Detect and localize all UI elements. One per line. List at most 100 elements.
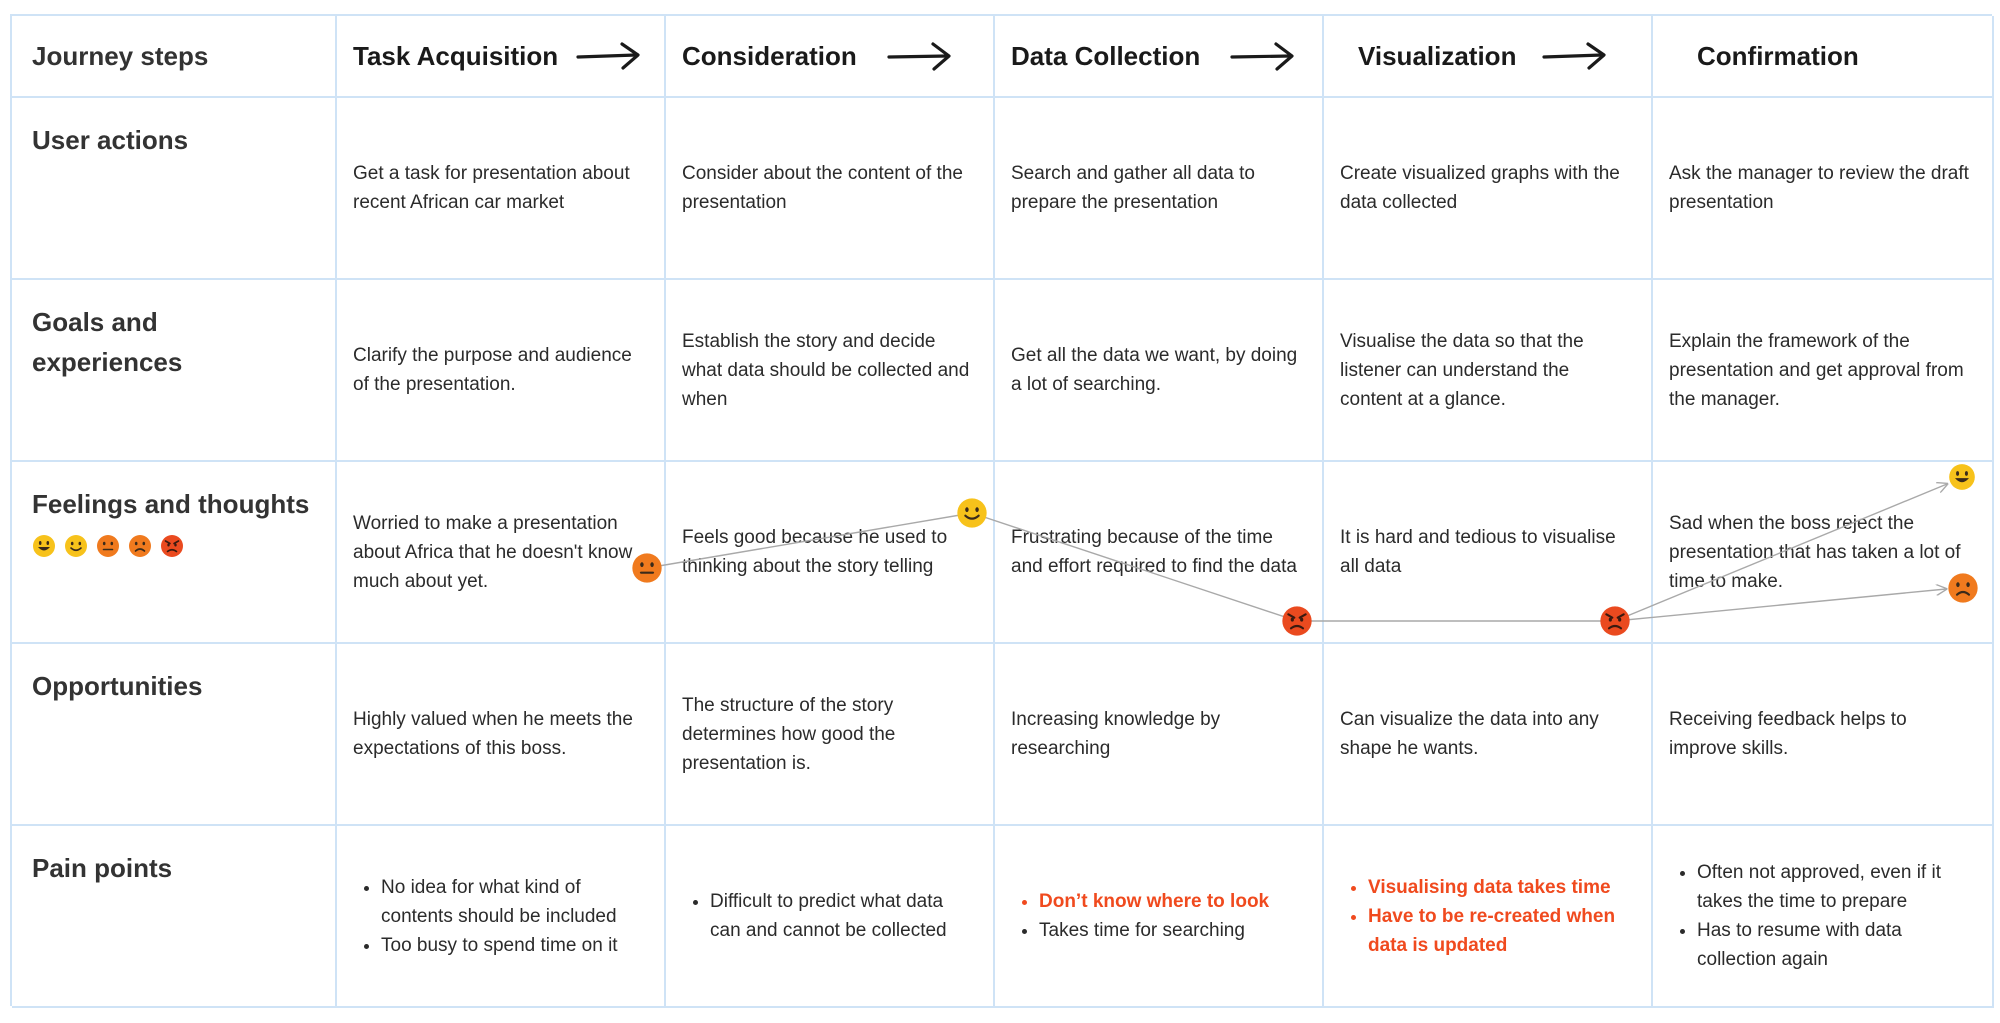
pain-point-cell: Often not approved, even if it takes the… <box>1653 826 1994 1008</box>
user-action-cell: Ask the manager to review the draft pres… <box>1653 98 1994 280</box>
row-label-goals-and-experiences: Goals and experiences <box>12 280 337 462</box>
cell-text: Increasing knowledge by researching <box>1011 709 1221 759</box>
journey-steps-label: Journey steps <box>32 40 209 71</box>
sad-face-icon <box>1947 572 1979 604</box>
row-label: Feelings and thoughts <box>32 489 310 519</box>
cell-text: Can visualize the data into any shape he… <box>1340 709 1599 759</box>
cell-text: Consider about the content of the presen… <box>682 163 963 213</box>
pain-point-list: Difficult to predict what data can and c… <box>682 887 977 945</box>
user-action-cell: Get a task for presentation about recent… <box>337 98 666 280</box>
cell-text: It is hard and tedious to visualise all … <box>1340 527 1616 577</box>
happy-face-icon <box>64 534 88 558</box>
pain-point-list: Often not approved, even if it takes the… <box>1669 858 1976 974</box>
cell-text: Receiving feedback helps to improve skil… <box>1669 709 1907 759</box>
user-action-cell: Consider about the content of the presen… <box>666 98 995 280</box>
pain-point-cell: Visualising data takes timeHave to be re… <box>1324 826 1653 1008</box>
pain-point-item: No idea for what kind of contents should… <box>381 873 648 931</box>
angry-face-icon <box>1599 605 1631 637</box>
step-title: Task Acquisition <box>353 40 559 71</box>
pain-point-item: Visualising data takes time <box>1368 873 1635 902</box>
opportunity-cell: Highly valued when he meets the expectat… <box>337 644 666 826</box>
opportunity-cell: Receiving feedback helps to improve skil… <box>1653 644 1994 826</box>
step-header-consideration: Consideration <box>666 16 995 98</box>
goal-cell: Establish the story and decide what data… <box>666 280 995 462</box>
cell-text: Get all the data we want, by doing a lot… <box>1011 345 1298 395</box>
cell-text: Establish the story and decide what data… <box>682 330 970 410</box>
angry-face-icon <box>160 534 184 558</box>
step-header-task-acquisition: Task Acquisition <box>337 16 666 98</box>
cell-text: Visualise the data so that the listener … <box>1340 330 1584 410</box>
goal-cell: Visualise the data so that the listener … <box>1324 280 1653 462</box>
step-title: Confirmation <box>1697 40 1859 71</box>
pain-point-item: Takes time for searching <box>1039 916 1269 945</box>
goal-cell: Get all the data we want, by doing a lot… <box>995 280 1324 462</box>
cell-text: Create visualized graphs with the data c… <box>1340 163 1620 213</box>
opportunity-cell: The structure of the story determines ho… <box>666 644 995 826</box>
pain-point-item: Don’t know where to look <box>1039 887 1269 916</box>
pain-point-list: Don’t know where to lookTakes time for s… <box>1011 887 1269 945</box>
cell-text: The structure of the story determines ho… <box>682 694 896 774</box>
opportunity-cell: Can visualize the data into any shape he… <box>1324 644 1653 826</box>
cell-text: Search and gather all data to prepare th… <box>1011 163 1256 213</box>
sad-face-icon <box>128 534 152 558</box>
feeling-cell: It is hard and tedious to visualise all … <box>1324 462 1653 644</box>
cell-text: Ask the manager to review the draft pres… <box>1669 163 1969 213</box>
goal-cell: Clarify the purpose and audience of the … <box>337 280 666 462</box>
row-label-user-actions: User actions <box>12 98 337 280</box>
neutral-face-icon <box>631 552 663 584</box>
opportunity-cell: Increasing knowledge by researching <box>995 644 1324 826</box>
cell-text: Get a task for presentation about recent… <box>353 163 630 213</box>
journey-grid: Journey steps Task Acquisition Considera… <box>10 14 1994 1008</box>
step-header-confirmation: Confirmation <box>1653 16 1994 98</box>
cell-text: Highly valued when he meets the expectat… <box>353 709 633 759</box>
pain-point-cell: Don’t know where to lookTakes time for s… <box>995 826 1324 1008</box>
row-label-opportunities: Opportunities <box>12 644 337 826</box>
pain-point-item: Too busy to spend time on it <box>381 931 648 960</box>
arrow-right-icon <box>887 42 951 71</box>
cell-text: Feels good because he used to thinking a… <box>682 527 948 577</box>
feeling-cell: Feels good because he used to thinking a… <box>666 462 995 644</box>
goal-cell: Explain the framework of the presentatio… <box>1653 280 1994 462</box>
very-happy-face-icon <box>1948 463 1976 491</box>
arrow-right-icon <box>576 42 640 70</box>
pain-point-cell: No idea for what kind of contents should… <box>337 826 666 1008</box>
pain-point-cell: Difficult to predict what data can and c… <box>666 826 995 1008</box>
journey-map: Journey steps Task Acquisition Considera… <box>10 14 1994 1008</box>
step-header-visualization: Visualization <box>1324 16 1653 98</box>
row-label: Opportunities <box>32 671 203 701</box>
cell-text: Frustrating because of the time and effo… <box>1011 527 1297 577</box>
cell-text: Sad when the boss reject the presentatio… <box>1669 512 1961 592</box>
arrow-right-icon <box>1230 42 1294 71</box>
pain-point-item: Difficult to predict what data can and c… <box>710 887 977 945</box>
happy-face-icon <box>956 497 988 529</box>
very-happy-face-icon <box>32 534 56 558</box>
cell-text: Worried to make a presentation about Afr… <box>353 512 633 592</box>
user-action-cell: Search and gather all data to prepare th… <box>995 98 1324 280</box>
cell-text: Explain the framework of the presentatio… <box>1669 330 1964 410</box>
pain-point-list: Visualising data takes timeHave to be re… <box>1340 873 1635 960</box>
step-title: Data Collection <box>1011 40 1201 71</box>
pain-point-list: No idea for what kind of contents should… <box>353 873 648 960</box>
neutral-face-icon <box>96 534 120 558</box>
feeling-cell: Worried to make a presentation about Afr… <box>337 462 666 644</box>
pain-point-item: Often not approved, even if it takes the… <box>1697 858 1976 916</box>
user-action-cell: Create visualized graphs with the data c… <box>1324 98 1653 280</box>
angry-face-icon <box>1281 605 1313 637</box>
arrow-right-icon <box>1542 42 1607 70</box>
row-label-line: Goals and <box>32 307 158 337</box>
feeling-cell: Frustrating because of the time and effo… <box>995 462 1324 644</box>
row-label: User actions <box>32 125 189 155</box>
row-label-line: experiences <box>32 347 183 377</box>
emotion-scale <box>32 534 315 558</box>
step-title: Visualization <box>1358 40 1517 71</box>
feeling-cell: Sad when the boss reject the presentatio… <box>1653 462 1994 644</box>
step-header-data-collection: Data Collection <box>995 16 1324 98</box>
cell-text: Clarify the purpose and audience of the … <box>353 345 632 395</box>
row-label-feelings-and-thoughts: Feelings and thoughts <box>12 462 337 644</box>
pain-point-item: Have to be re-created when data is updat… <box>1368 902 1635 960</box>
pain-point-item: Has to resume with data collection again <box>1697 916 1976 974</box>
row-label: Pain points <box>32 853 173 883</box>
header-journey-steps: Journey steps <box>12 16 337 98</box>
row-label-pain-points: Pain points <box>12 826 337 1008</box>
step-title: Consideration <box>682 40 857 71</box>
